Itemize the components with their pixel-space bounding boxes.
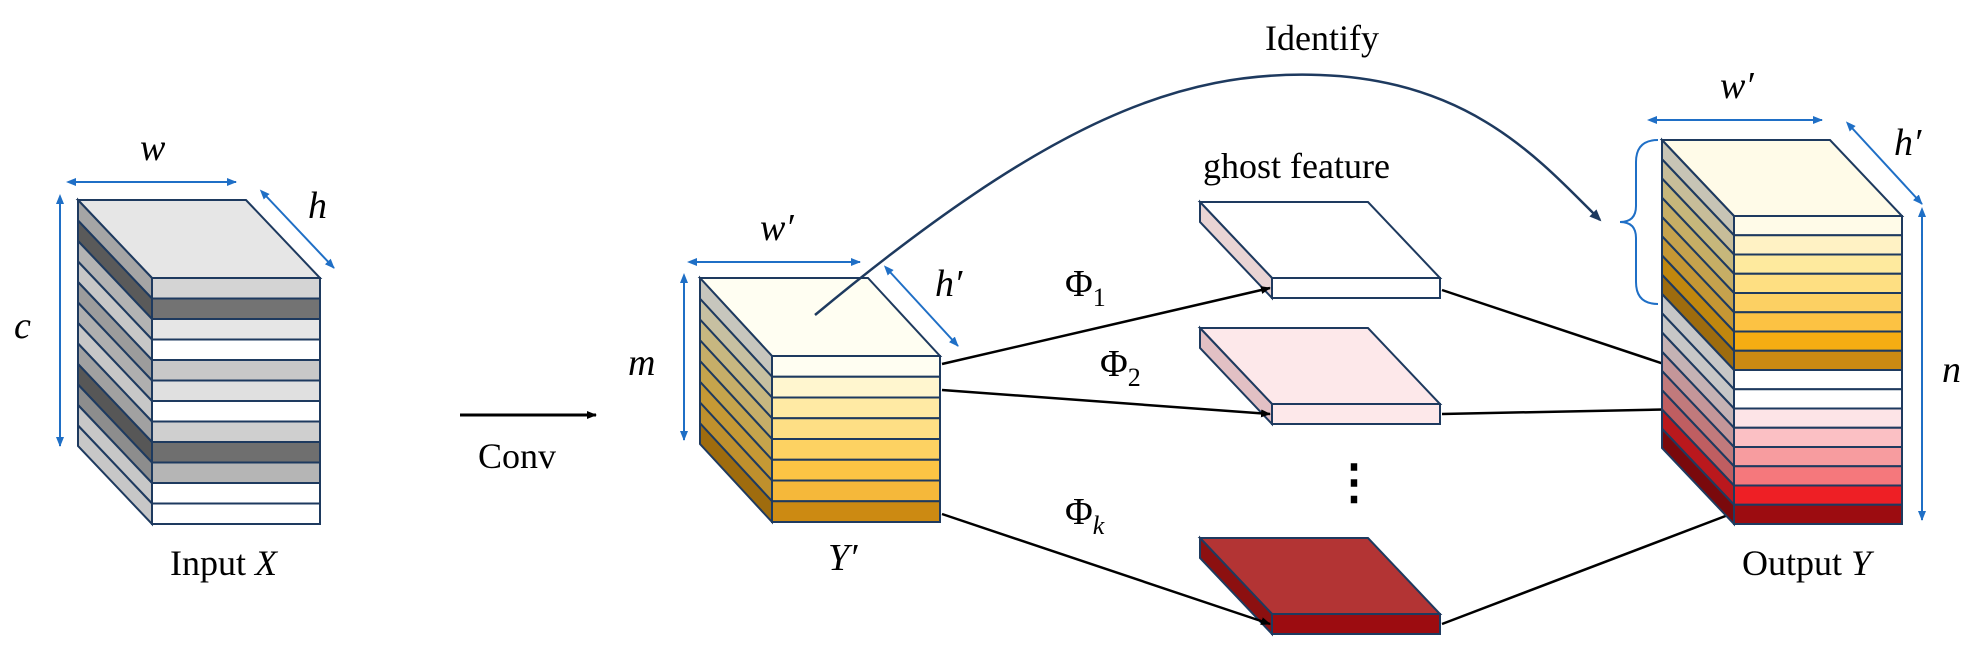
mid-width-label: w′ [760,207,794,249]
identity-brace [1619,139,1659,305]
cube-front-slice [1733,426,1903,448]
intrinsic-feature-cube [697,275,943,525]
conv-label: Conv [478,436,556,476]
input-caption: Input X [170,543,279,583]
cube-front-slice [151,338,321,361]
mid-height-label: h′ [935,263,963,305]
cube-front-slice [151,461,321,484]
cube-front-slice [1733,215,1903,237]
cube-front-slice [771,479,941,503]
cube-front-slice [771,396,941,420]
output-height-label: h′ [1894,122,1922,164]
cube-front-slice [1733,484,1903,506]
ghost-k-to-output-arrow [1441,510,1737,626]
phi-k-label: Φk [1065,491,1105,540]
ghost-feature-k [1197,535,1443,637]
cube-front-slice [771,500,941,523]
ghost-feature-2 [1197,325,1443,427]
input-cube-front-slices [151,277,321,525]
input-tensor-cube [75,197,323,527]
identify-curve [814,73,1602,316]
cube-front-slice [1733,503,1903,525]
cube-front-slice [771,417,941,440]
input-channel-label: c [14,305,31,347]
output-height-arrow [1845,121,1923,205]
phi-2-label: Φ2 [1100,343,1141,392]
cube-front-slice [1733,292,1903,314]
output-caption: Output Y [1742,543,1875,583]
cube-front-slice [1733,407,1903,429]
ellipsis-dots: ⋮ [1330,456,1378,509]
cube-front-slice [1733,369,1903,391]
cube-front-slice [771,355,941,378]
cube-front-slice [151,400,321,423]
mid-cube-front-slices [771,355,941,523]
cube-front-slice [1733,388,1903,410]
phi-1-label: Φ1 [1065,263,1106,312]
output-channel-label: n [1942,349,1961,391]
ghost-feature-label: ghost feature [1203,146,1390,186]
cube-front-slice [151,277,321,300]
cube-front-slice [151,420,321,443]
cube-front-slice [1733,253,1903,275]
cube-front-slice [151,297,321,320]
input-cube-side-slices [77,197,153,527]
output-cube-front-slices [1733,215,1903,525]
cube-front-slice [151,318,321,341]
ghost-feature-1 [1197,199,1443,301]
cube-front-slice [151,502,321,525]
mid-caption: Y′ [828,537,858,579]
phi-k-arrow [941,512,1271,626]
cube-front-slice [1733,465,1903,487]
cube-front-slice [1733,234,1903,256]
cube-front-slice [151,379,321,402]
cube-front-slice [771,458,941,482]
input-width-label: w [140,127,166,169]
mid-channel-label: m [628,342,655,384]
input-height-arrow [259,189,335,269]
cube-front-slice [1733,311,1903,333]
cube-front-slice [151,359,321,382]
cube-front-slice [771,375,941,399]
phi-1-arrow [941,286,1271,366]
output-tensor-cube [1659,137,1905,527]
cube-front-slice [1733,272,1903,294]
input-height-label: h [308,185,327,227]
cube-front-slice [771,438,941,461]
mid-height-arrow [883,265,959,347]
cube-front-slice [151,482,321,505]
cube-front-slice [1733,349,1903,371]
output-width-label: w′ [1720,65,1754,107]
phi-2-arrow [941,388,1271,418]
cube-front-slice [1733,330,1903,352]
cube-front-slice [151,441,321,464]
identify-label: Identify [1265,18,1379,58]
cube-front-slice [1733,446,1903,468]
